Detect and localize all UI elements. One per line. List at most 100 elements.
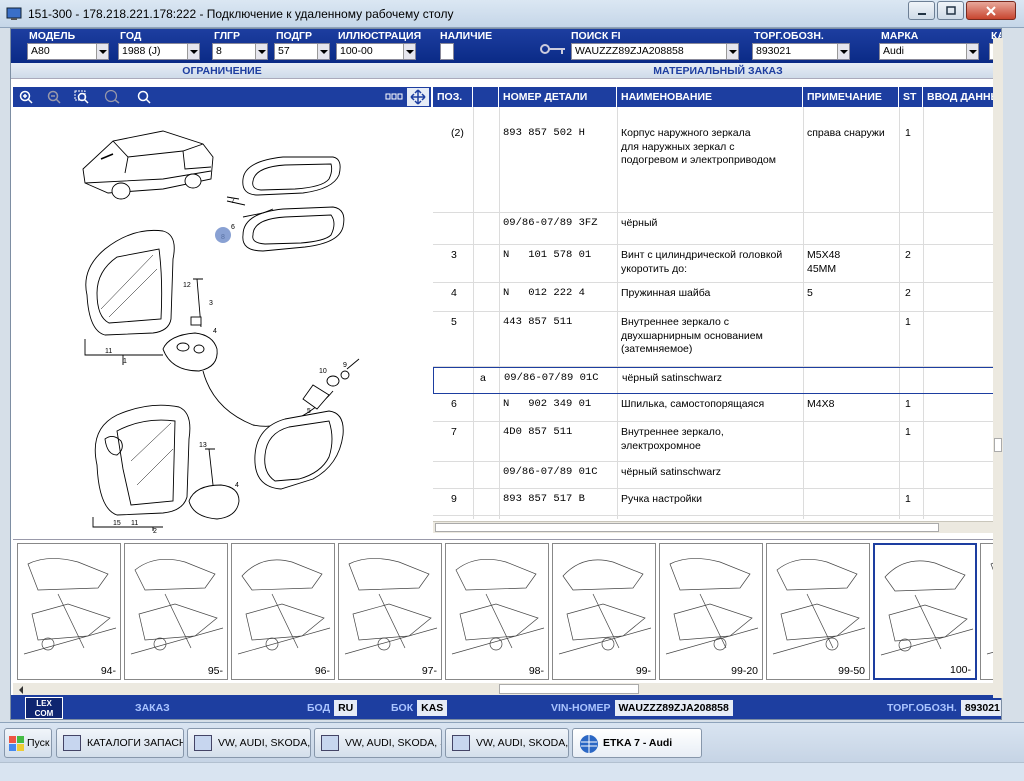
- window-icon: [452, 735, 470, 751]
- chevron-down-icon[interactable]: [255, 44, 267, 59]
- zoom-out-button[interactable]: [43, 88, 65, 106]
- col-note[interactable]: ПРИМЕЧАНИЕ: [803, 87, 899, 107]
- illustration-thumbnail[interactable]: 99-: [552, 543, 656, 680]
- vin-search-input[interactable]: WAUZZZ89ZJA208858: [571, 43, 739, 60]
- chevron-down-icon[interactable]: [187, 44, 199, 59]
- minimize-button[interactable]: [908, 1, 935, 20]
- window-icon: [194, 735, 212, 751]
- col-st[interactable]: ST: [899, 87, 923, 107]
- illustration-thumbnail[interactable]: 99-20: [659, 543, 763, 680]
- illustration-thumbnail[interactable]: 100-: [873, 543, 977, 680]
- fullscreen-button[interactable]: [407, 88, 429, 106]
- key-icon[interactable]: [539, 42, 567, 56]
- view-options-button[interactable]: [383, 88, 405, 106]
- thumbnail-drawing: [23, 558, 117, 655]
- maximize-button[interactable]: [937, 1, 964, 20]
- start-button[interactable]: Пуск: [4, 728, 52, 758]
- year-select[interactable]: 1988 (J): [118, 43, 200, 60]
- cell-part: N 902 349 01: [503, 398, 592, 410]
- callout-6: 6: [231, 224, 235, 231]
- brand-select[interactable]: Audi: [879, 43, 979, 60]
- cell-st: 1: [905, 426, 911, 438]
- parts-illustration[interactable]: 7 8 6 12 3 4 11 1 10 9 5 13 15 11 4 2: [13, 109, 431, 535]
- trade-code-status-label: ТОРГ.ОБОЗН.: [887, 702, 957, 714]
- highlight-marker[interactable]: [215, 227, 231, 243]
- table-horizontal-scrollbar[interactable]: [433, 521, 1001, 533]
- material-order-header: МАТЕРИАЛЬНЫЙ ЗАКАЗ: [433, 63, 1001, 79]
- column-divider: [499, 107, 500, 519]
- col-data-entry[interactable]: ВВОД ДАННЫХ: [927, 91, 1002, 103]
- close-button[interactable]: [966, 1, 1016, 20]
- illustration-thumbnail[interactable]: 98-: [445, 543, 549, 680]
- illustration-thumbnail[interactable]: 99-50: [766, 543, 870, 680]
- chevron-down-icon[interactable]: [966, 44, 978, 59]
- filter-illustration-label: ИЛЛЮСТРАЦИЯ: [338, 30, 422, 42]
- cell-part: N 101 578 01: [503, 249, 592, 261]
- chevron-down-icon[interactable]: [317, 44, 329, 59]
- cell-note: M4X8: [807, 398, 835, 410]
- cell-pos: 4: [451, 287, 457, 299]
- illustration-thumbnail[interactable]: 94-: [17, 543, 121, 680]
- chevron-down-icon[interactable]: [726, 44, 738, 59]
- col-part-number[interactable]: НОМЕР ДЕТАЛИ: [499, 87, 617, 107]
- zoom-in-button[interactable]: [15, 88, 37, 106]
- illustration-thumbnail[interactable]: 96-: [231, 543, 335, 680]
- brand-value: Audi: [883, 45, 905, 57]
- subgroup-select[interactable]: 57: [274, 43, 330, 60]
- scroll-thumb[interactable]: [994, 438, 1002, 452]
- chevron-down-icon[interactable]: [837, 44, 849, 59]
- scroll-thumb[interactable]: [499, 684, 639, 694]
- chevron-down-icon[interactable]: [96, 44, 108, 59]
- zoom-area-button[interactable]: [71, 88, 93, 106]
- taskbar-item-vw-2[interactable]: VW, AUDI, SKODA, S...: [314, 728, 442, 758]
- order-button[interactable]: ЗАКАЗ: [135, 695, 170, 719]
- move-arrows-icon: [410, 89, 426, 105]
- cell-part: 09/86-07/89 3FZ: [503, 217, 598, 229]
- taskbar-item-vw-3[interactable]: VW, AUDI, SKODA, S...: [445, 728, 569, 758]
- scroll-thumb[interactable]: [435, 523, 939, 532]
- illustration-select[interactable]: 100-00: [336, 43, 416, 60]
- illustration-toolbar: [13, 87, 431, 107]
- lexcom-logo: LEX COM: [25, 697, 63, 719]
- illustration-thumbnail[interactable]: 97-: [338, 543, 442, 680]
- main-group-select[interactable]: 8: [212, 43, 268, 60]
- cell-st: 1: [905, 316, 911, 328]
- col-position[interactable]: ПОЗ.: [433, 87, 473, 107]
- taskbar-item-catalogs[interactable]: КАТАЛОГИ ЗАПАСН...: [56, 728, 184, 758]
- chevron-left-icon[interactable]: [17, 685, 25, 694]
- callout-12: 12: [183, 282, 191, 289]
- trade-code-select[interactable]: 893021: [752, 43, 850, 60]
- view-options-icon: [385, 93, 403, 100]
- cell-pos: (2): [451, 127, 464, 139]
- illustration-thumbnail[interactable]: 95-: [124, 543, 228, 680]
- taskbar-item-vw-1[interactable]: VW, AUDI, SKODA, S...: [187, 728, 311, 758]
- taskbar-item-etka[interactable]: ETKA 7 - Audi: [572, 728, 702, 758]
- col-mark[interactable]: [473, 87, 499, 107]
- window-vertical-scrollbar[interactable]: [993, 38, 1003, 698]
- col-name[interactable]: НАИМЕНОВАНИЕ: [617, 87, 803, 107]
- chevron-down-icon[interactable]: [403, 44, 415, 59]
- model-select[interactable]: A80: [27, 43, 109, 60]
- search-button[interactable]: [133, 88, 155, 106]
- filter-trade-code-label: ТОРГ.ОБОЗН.: [754, 30, 824, 42]
- window-icon: [63, 735, 81, 751]
- availability-checkbox[interactable]: [440, 43, 454, 60]
- taskbar: Пуск КАТАЛОГИ ЗАПАСН... VW, AUDI, SKODA,…: [0, 722, 1024, 762]
- zoom-100-button[interactable]: [101, 88, 123, 106]
- thumbnail-drawing: [558, 559, 652, 655]
- thumbnail-label: 98-: [528, 665, 544, 677]
- cell-name: чёрный satinschwarz: [622, 372, 722, 384]
- thumbnail-scrollbar[interactable]: [13, 683, 1001, 695]
